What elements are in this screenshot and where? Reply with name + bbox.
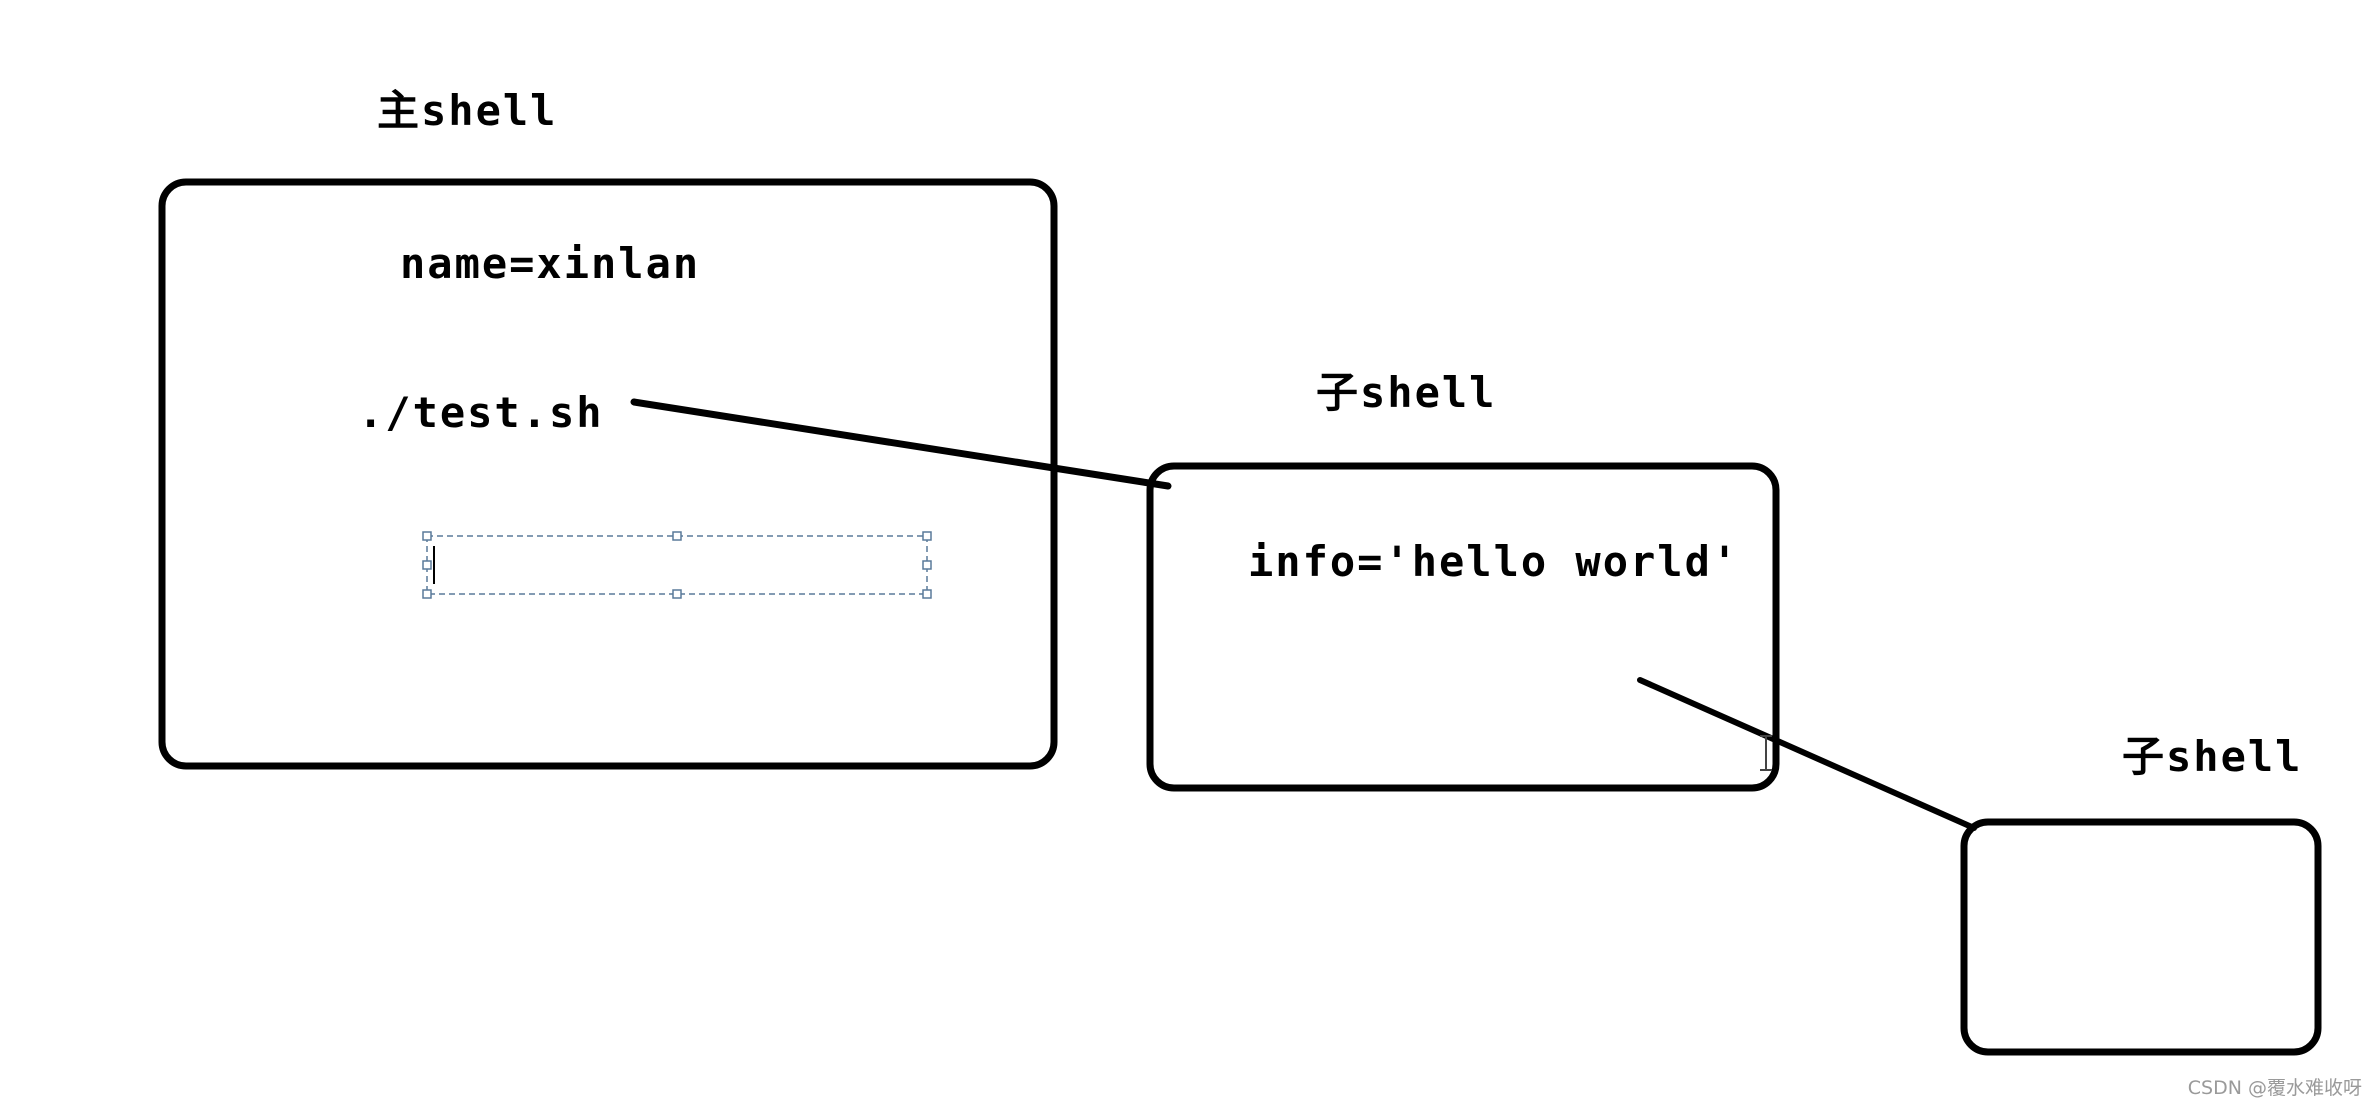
resize-handle-bl[interactable] bbox=[422, 589, 432, 599]
main-shell-var-name: name=xinlan bbox=[400, 239, 701, 288]
resize-handle-tl[interactable] bbox=[422, 531, 432, 541]
csdn-watermark: CSDN @覆水难收呀 bbox=[2187, 1077, 2362, 1099]
sub-shell-1-title-char: 子 bbox=[1316, 368, 1361, 417]
resize-handle-bm[interactable] bbox=[672, 589, 682, 599]
main-shell-title-char: 主 bbox=[377, 86, 422, 135]
sub-shell-1-title-word: shell bbox=[1360, 368, 1497, 417]
sub-shell-1-box bbox=[1146, 462, 1780, 792]
resize-handle-br[interactable] bbox=[922, 589, 932, 599]
connector-sub1-to-sub2 bbox=[1637, 677, 1977, 831]
resize-handle-ml[interactable] bbox=[422, 560, 432, 570]
resize-handle-tr[interactable] bbox=[922, 531, 932, 541]
sub-shell-2-title: 子shell bbox=[2122, 736, 2302, 778]
sub-shell-1-title: 子shell bbox=[1316, 372, 1496, 414]
main-shell-title: 主shell bbox=[377, 90, 557, 132]
sub-shell-2-box bbox=[1960, 818, 2322, 1056]
resize-handle-tm[interactable] bbox=[672, 531, 682, 541]
main-shell-title-word: shell bbox=[421, 86, 558, 135]
main-shell-command: ./test.sh bbox=[358, 388, 604, 437]
sub-shell-2-title-word: shell bbox=[2166, 732, 2303, 781]
main-shell-box bbox=[158, 178, 1058, 770]
sub-shell-2-title-char: 子 bbox=[2122, 732, 2167, 781]
connector-main-to-sub1 bbox=[630, 398, 1172, 490]
sub-shell-1-var-info: info='hello world' bbox=[1248, 537, 1740, 586]
selection-textbox[interactable] bbox=[422, 531, 932, 599]
ibeam-cursor-icon bbox=[1760, 735, 1772, 771]
resize-handle-mr[interactable] bbox=[922, 560, 932, 570]
